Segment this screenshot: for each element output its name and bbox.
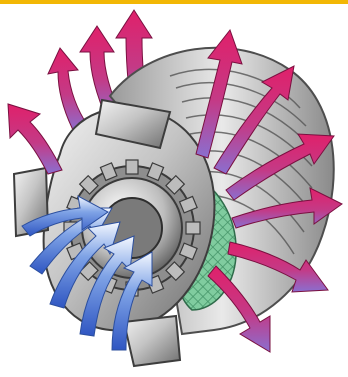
hot-air-arrow-icon [8, 104, 62, 174]
hot-air-arrow-icon [48, 48, 88, 132]
clutch-airflow-svg [0, 4, 348, 377]
clutch-airflow-illustration [0, 4, 348, 377]
